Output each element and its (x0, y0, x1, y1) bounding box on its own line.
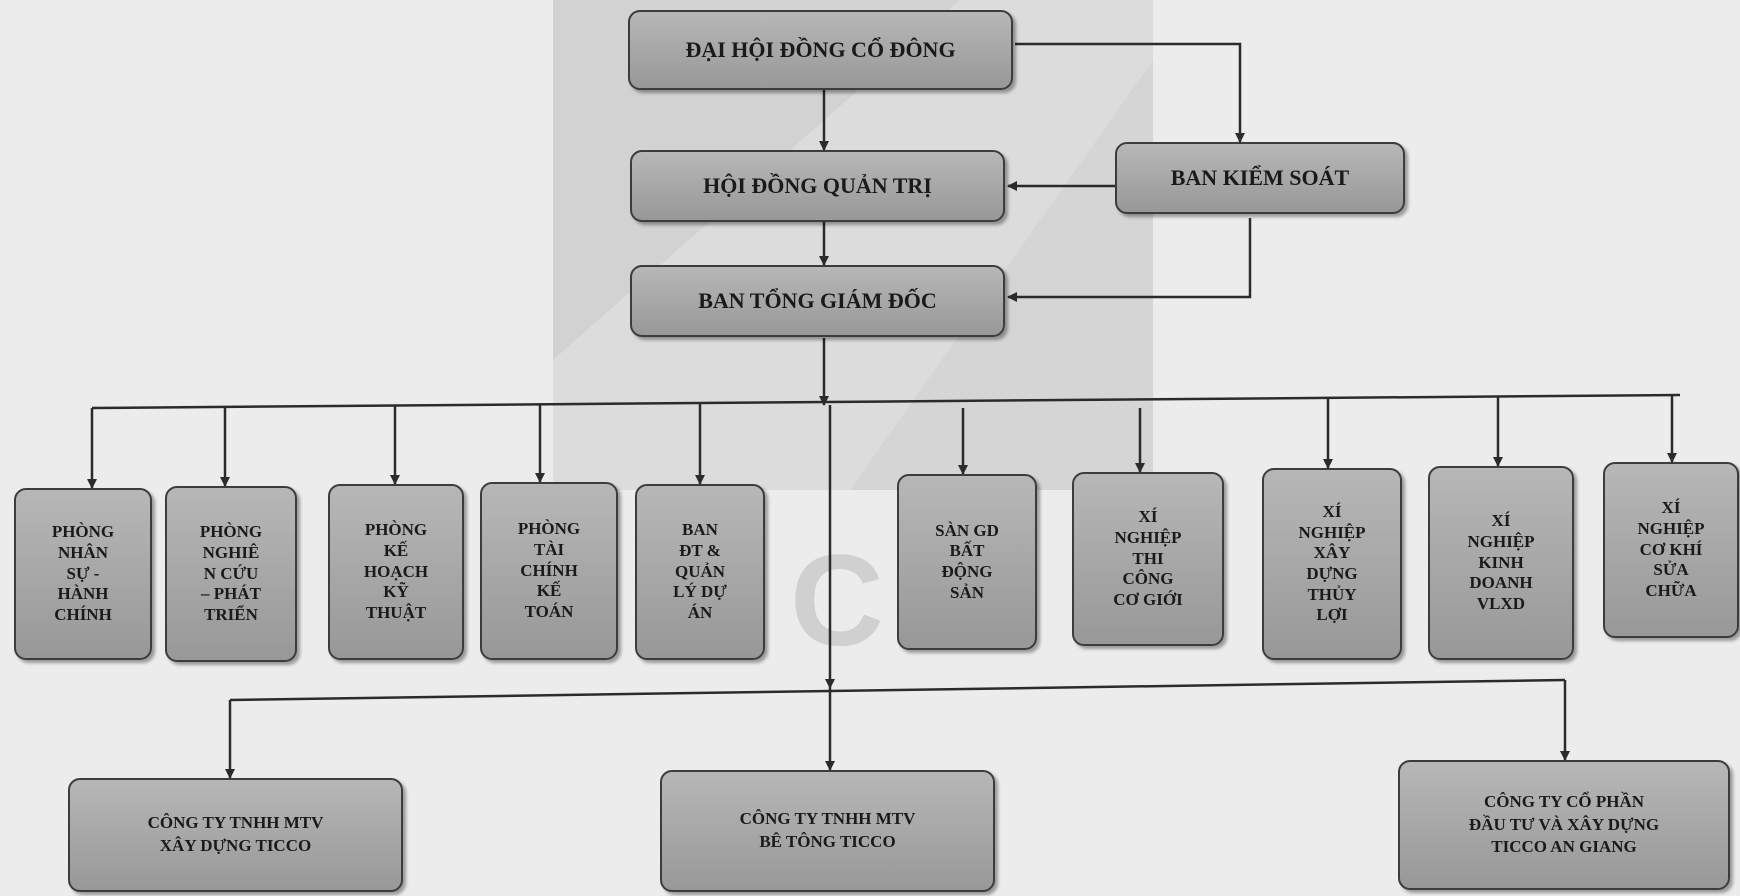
node-xi-nghiep-kinh-doanh-vlxd: XÍ NGHIỆP KINH DOANH VLXD (1428, 466, 1574, 660)
node-phong-tai-chinh-ke-toan: PHÒNG TÀI CHÍNH KẾ TOÁN (480, 482, 618, 660)
node-phong-nhan-su-hanh-chinh: PHÒNG NHÂN SỰ - HÀNH CHÍNH (14, 488, 152, 660)
node-hoi-dong-quan-tri: HỘI ĐỒNG QUẢN TRỊ (630, 150, 1005, 222)
node-xi-nghiep-thi-cong-co-gioi: XÍ NGHIỆP THI CÔNG CƠ GIỚI (1072, 472, 1224, 646)
node-xi-nghiep-xay-dung-thuy-loi: XÍ NGHIỆP XÂY DỰNG THỦY LỢI (1262, 468, 1402, 660)
node-cong-ty-tnhh-mtv-xay-dung-ticco: CÔNG TY TNHH MTV XÂY DỰNG TICCO (68, 778, 403, 892)
node-phong-ke-hoach-ky-thuat: PHÒNG KẾ HOẠCH KỸ THUẬT (328, 484, 464, 660)
node-cong-ty-co-phan-ticco-an-giang: CÔNG TY CỔ PHẦN ĐẦU TƯ VÀ XÂY DỰNG TICCO… (1398, 760, 1730, 890)
node-dai-hoi-dong-co-dong: ĐẠI HỘI ĐỒNG CỔ ĐÔNG (628, 10, 1013, 90)
node-phong-nghien-cuu-phat-trien: PHÒNG NGHIÊ N CỨU – PHÁT TRIỂN (165, 486, 297, 662)
node-xi-nghiep-co-khi-sua-chua: XÍ NGHIỆP CƠ KHÍ SỬA CHỮA (1603, 462, 1739, 638)
node-san-gd-bat-dong-san: SÀN GD BẤT ĐỘNG SẢN (897, 474, 1037, 650)
node-cong-ty-tnhh-mtv-be-tong-ticco: CÔNG TY TNHH MTV BÊ TÔNG TICCO (660, 770, 995, 892)
svg-text:C: C (790, 527, 884, 673)
node-ban-tong-giam-doc: BAN TỔNG GIÁM ĐỐC (630, 265, 1005, 337)
node-ban-dt-quan-ly-du-an: BAN ĐT & QUẢN LÝ DỰ ÁN (635, 484, 765, 660)
node-ban-kiem-soat: BAN KIỂM SOÁT (1115, 142, 1405, 214)
